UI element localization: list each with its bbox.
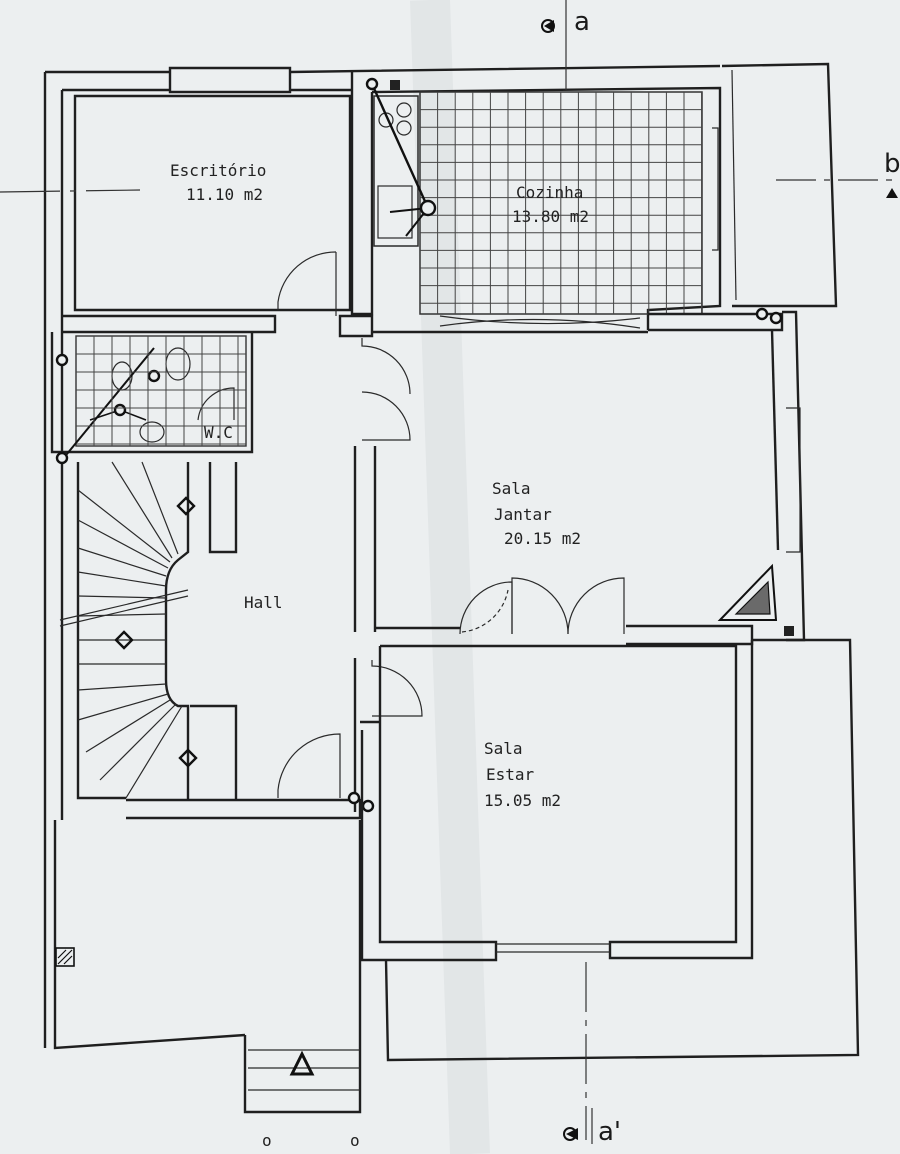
escritorio-room [0, 94, 352, 334]
hall-name: Hall [244, 593, 283, 612]
section-mark-bottom [563, 962, 593, 1144]
socket-icon [784, 626, 794, 636]
sala-estar-line1: Sala [484, 739, 523, 758]
sala-estar-room [360, 640, 754, 962]
wc-room [50, 332, 254, 465]
light-point-icon [365, 77, 437, 237]
entrance-porch [55, 947, 360, 1091]
sala-jantar-area: 20.15 m2 [504, 529, 581, 548]
hall-room [126, 314, 423, 820]
sala-jantar-line2: Jantar [494, 505, 552, 524]
staircase [59, 461, 238, 800]
sala-jantar-room [372, 312, 801, 646]
section-mark-top [541, 0, 567, 90]
arrow-marker-icon [289, 1050, 315, 1076]
socket-icon [390, 80, 400, 90]
cozinha-area: 13.80 m2 [512, 207, 589, 226]
sala-estar-line2: Estar [486, 765, 535, 784]
sala-jantar-line1: Sala [492, 479, 531, 498]
stair-arrow-icon [114, 496, 198, 768]
cozinha-name: Cozinha [516, 183, 583, 202]
section-label-b: b [884, 149, 900, 179]
section-label-a-top: a [574, 7, 590, 37]
light-point-icon [347, 307, 783, 813]
sala-estar-area: 15.05 m2 [484, 791, 561, 810]
section-mark-right [776, 179, 900, 198]
wc-name: W.C [204, 423, 233, 442]
escritorio-area: 11.10 m2 [186, 185, 263, 204]
margin-mark-1: o [262, 1131, 272, 1150]
margin-mark-2: o [350, 1131, 360, 1150]
section-label-a-bottom: a' [598, 1117, 621, 1147]
escritorio-name: Escritório [170, 161, 266, 180]
